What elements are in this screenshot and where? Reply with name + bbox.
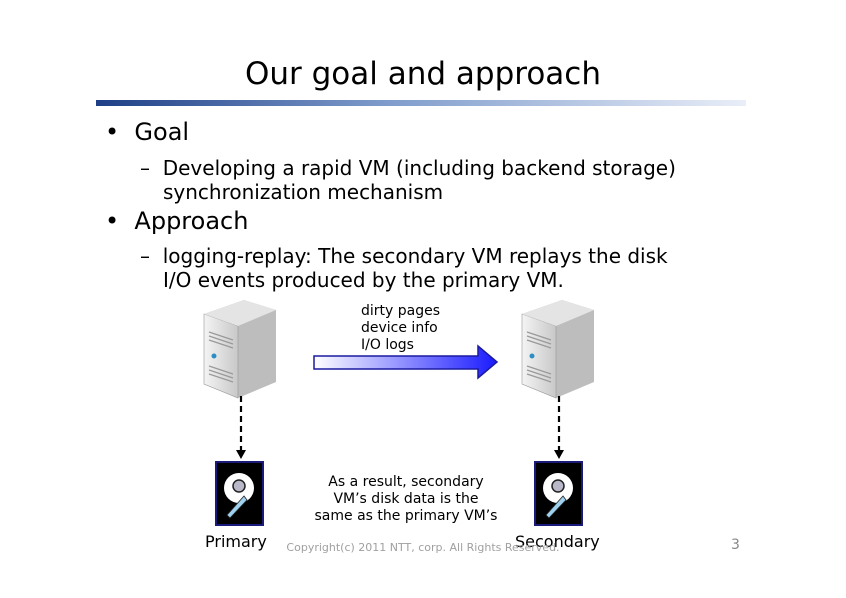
title-underline (96, 100, 746, 106)
result-note: As a result, secondary VM’s disk data is… (300, 474, 512, 525)
arrow-label: I/O logs (361, 337, 414, 353)
sub-text: synchronization mechanism (163, 180, 444, 204)
page-number: 3 (731, 537, 740, 553)
bullet-label: Goal (134, 118, 190, 146)
secondary-label: Secondary (515, 532, 600, 551)
arrow-labels: dirty pages device info I/O logs (361, 303, 440, 354)
result-line: As a result, secondary (328, 474, 484, 490)
replication-arrow (313, 344, 499, 380)
primary-disk-icon (215, 461, 264, 526)
bullet-goal: • Goal (105, 118, 190, 146)
secondary-disk-icon (534, 461, 583, 526)
sub-text: I/O events produced by the primary VM. (163, 268, 564, 292)
result-line: VM’s disk data is the (333, 491, 479, 507)
primary-label: Primary (205, 532, 267, 551)
sub-text: Developing a rapid VM (including backend… (162, 156, 676, 180)
bullet-approach: • Approach (105, 207, 249, 235)
sub-bullet-approach: – logging-replay: The secondary VM repla… (140, 244, 668, 292)
primary-server-icon (203, 299, 277, 399)
bullet-label: Approach (134, 207, 249, 235)
arrow-label: dirty pages (361, 303, 441, 319)
arrow-label: device info (361, 320, 438, 336)
result-line: same as the primary VM’s (314, 508, 498, 524)
copyright: Copyright(c) 2011 NTT, corp. All Rights … (286, 541, 560, 554)
sub-bullet-goal: – Developing a rapid VM (including backe… (140, 156, 676, 204)
secondary-server-icon (521, 299, 595, 399)
slide-title: Our goal and approach (244, 56, 601, 92)
sub-text: logging-replay: The secondary VM replays… (162, 244, 668, 268)
